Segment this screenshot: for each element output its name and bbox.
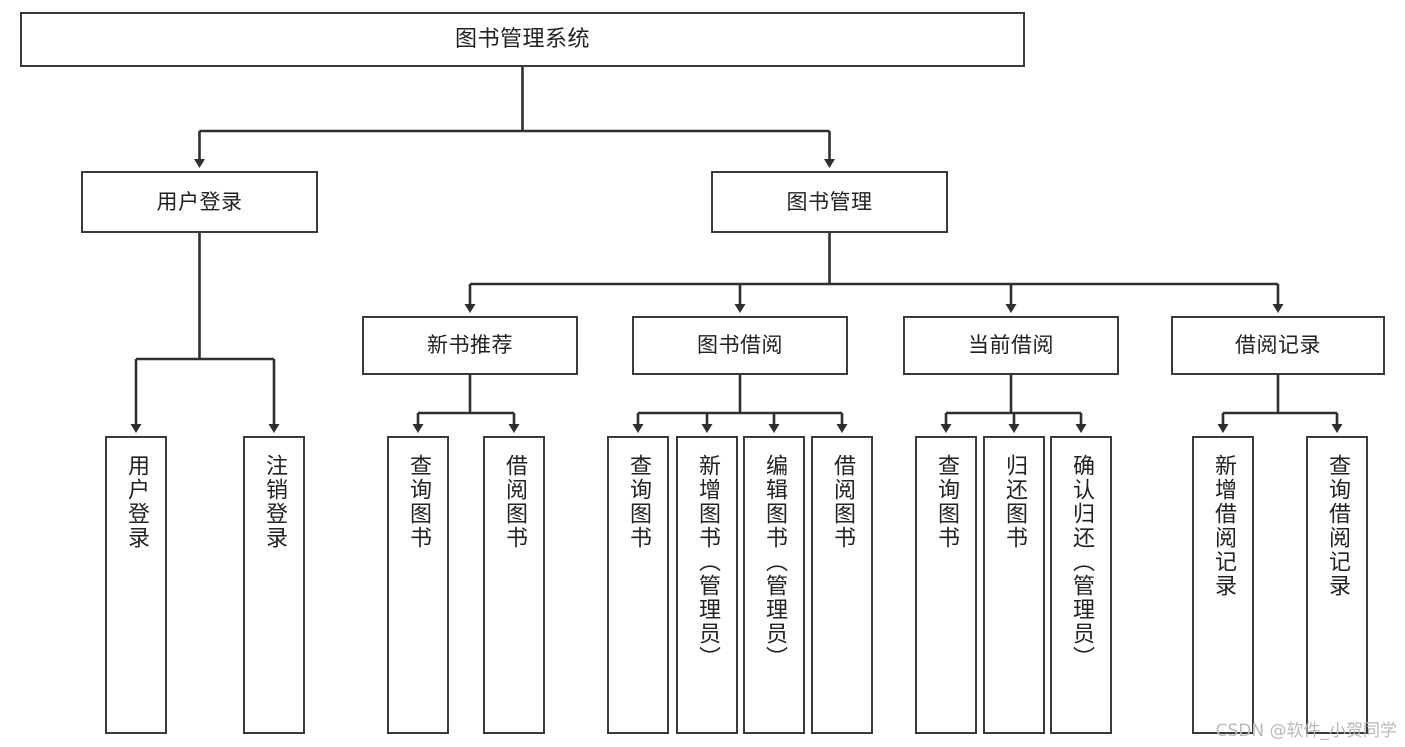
node-leaf-borrow-book-recommend[interactable]: 借阅图书 (483, 436, 545, 734)
node-user-login[interactable]: 用户登录 (81, 171, 318, 233)
node-label: 借阅记录 (1235, 333, 1321, 358)
node-label: 当前借阅 (968, 333, 1054, 358)
node-new-book-recommend[interactable]: 新书推荐 (362, 316, 578, 375)
node-label: 图书借阅 (697, 333, 783, 358)
node-label: 借阅图书 (830, 454, 855, 550)
node-label: 编辑图书（管理员） (762, 454, 787, 670)
node-label: 新增借阅记录 (1211, 454, 1236, 598)
node-label: 查询图书 (626, 454, 651, 550)
node-label: 归还图书 (1002, 454, 1027, 550)
node-leaf-borrow-book[interactable]: 借阅图书 (811, 436, 873, 734)
node-label: 查询借阅记录 (1325, 454, 1350, 598)
node-leaf-query-borrow-record[interactable]: 查询借阅记录 (1306, 436, 1368, 734)
node-leaf-return-book[interactable]: 归还图书 (983, 436, 1045, 734)
node-label: 借阅图书 (502, 454, 527, 550)
node-borrow-record[interactable]: 借阅记录 (1171, 316, 1385, 375)
node-leaf-edit-book[interactable]: 编辑图书（管理员） (743, 436, 805, 734)
node-leaf-query-book-borrow[interactable]: 查询图书 (607, 436, 669, 734)
node-root[interactable]: 图书管理系统 (20, 12, 1025, 67)
node-label: 图书管理系统 (454, 26, 590, 52)
node-label: 新增图书（管理员） (695, 454, 720, 670)
node-label: 图书管理 (786, 189, 873, 214)
node-leaf-add-book[interactable]: 新增图书（管理员） (676, 436, 738, 734)
node-label: 用户登录 (124, 454, 149, 550)
node-label: 查询图书 (934, 454, 959, 550)
node-label: 确认归还（管理员） (1069, 454, 1094, 670)
node-current-borrow[interactable]: 当前借阅 (903, 316, 1119, 375)
node-leaf-query-book-recommend[interactable]: 查询图书 (387, 436, 449, 734)
node-label: 注销登录 (262, 454, 287, 550)
node-leaf-confirm-return[interactable]: 确认归还（管理员） (1050, 436, 1112, 734)
node-book-management[interactable]: 图书管理 (711, 171, 948, 233)
node-label: 新书推荐 (427, 333, 513, 358)
watermark: CSDN @软件_小贺同学 (1215, 721, 1397, 741)
node-leaf-user-login[interactable]: 用户登录 (105, 436, 167, 734)
node-leaf-add-borrow-record[interactable]: 新增借阅记录 (1192, 436, 1254, 734)
node-label: 用户登录 (156, 189, 243, 214)
node-book-borrow[interactable]: 图书借阅 (632, 316, 848, 375)
node-label: 查询图书 (406, 454, 431, 550)
node-leaf-logout[interactable]: 注销登录 (243, 436, 305, 734)
node-leaf-query-book-current[interactable]: 查询图书 (915, 436, 977, 734)
